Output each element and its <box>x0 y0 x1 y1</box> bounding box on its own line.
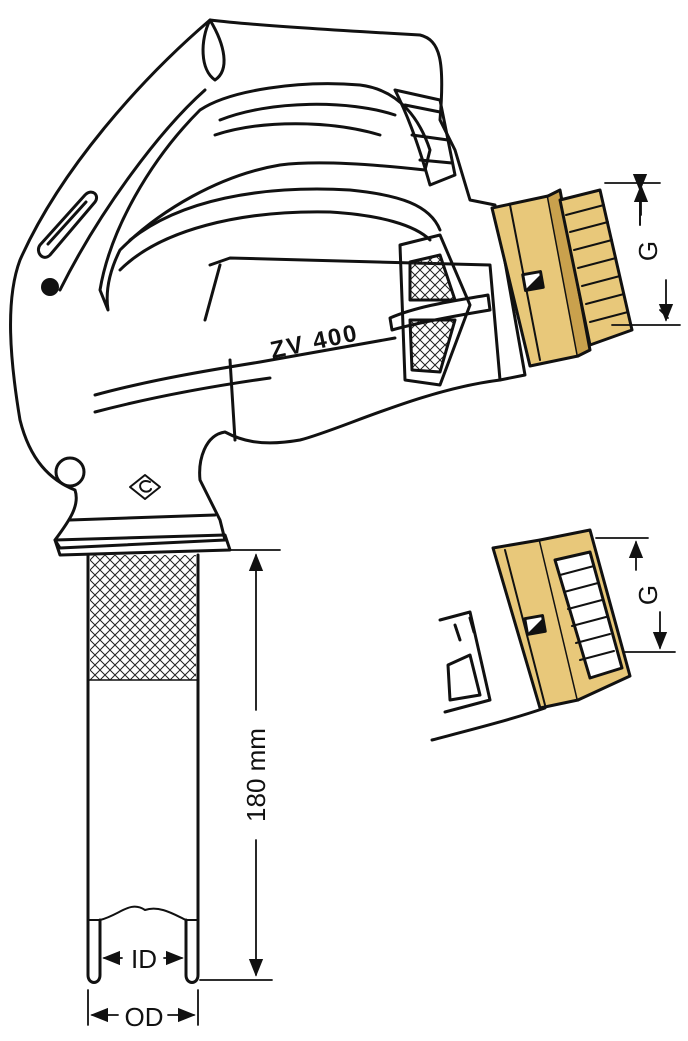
thread-label-top: G <box>633 240 663 262</box>
brass-fitting-top <box>490 188 634 368</box>
spout-tube <box>86 553 200 984</box>
dimension-lines <box>87 173 681 1026</box>
inner-diameter-label: ID <box>131 944 157 974</box>
thread-label-bottom: G <box>633 584 663 606</box>
length-label: 180 mm <box>241 728 271 822</box>
outer-diameter-label: OD <box>124 1002 164 1032</box>
indicator-dot <box>41 278 59 296</box>
nozzle-body <box>9 18 527 557</box>
ce-mark-icon <box>129 474 161 500</box>
brass-fitting-bottom <box>430 528 632 742</box>
